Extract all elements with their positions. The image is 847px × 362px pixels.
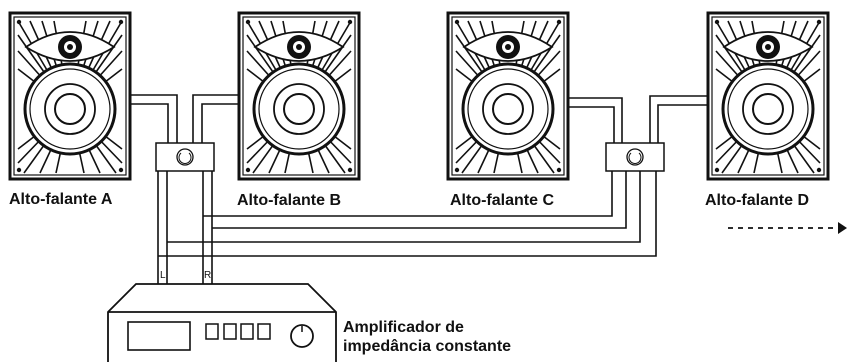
amplifier-display [127,321,191,351]
volume-control-right [605,142,665,172]
amplifier-label-line2: impedância constante [343,338,512,355]
speaker-c-label: Alto-falante C [450,192,554,209]
speaker-b-label: Alto-falante B [237,192,341,209]
volume-knob-icon [290,324,314,348]
speaker-wires [128,94,708,284]
amplifier-label-line1: Amplificador de [343,319,464,336]
speaker-a [8,11,132,181]
speaker-d-label: Alto-falante D [705,192,809,209]
volume-control-left [155,142,215,172]
amplifier [107,283,337,362]
right-channel-label: R [204,270,212,281]
speaker-c [446,11,570,181]
speaker-b [237,11,361,181]
speaker-d [706,11,830,181]
continuation-arrow [728,222,847,234]
left-channel-label: L [160,270,166,281]
amplifier-label: Amplificador de impedância constante [343,318,511,356]
speaker-a-label: Alto-falante A [9,191,113,208]
